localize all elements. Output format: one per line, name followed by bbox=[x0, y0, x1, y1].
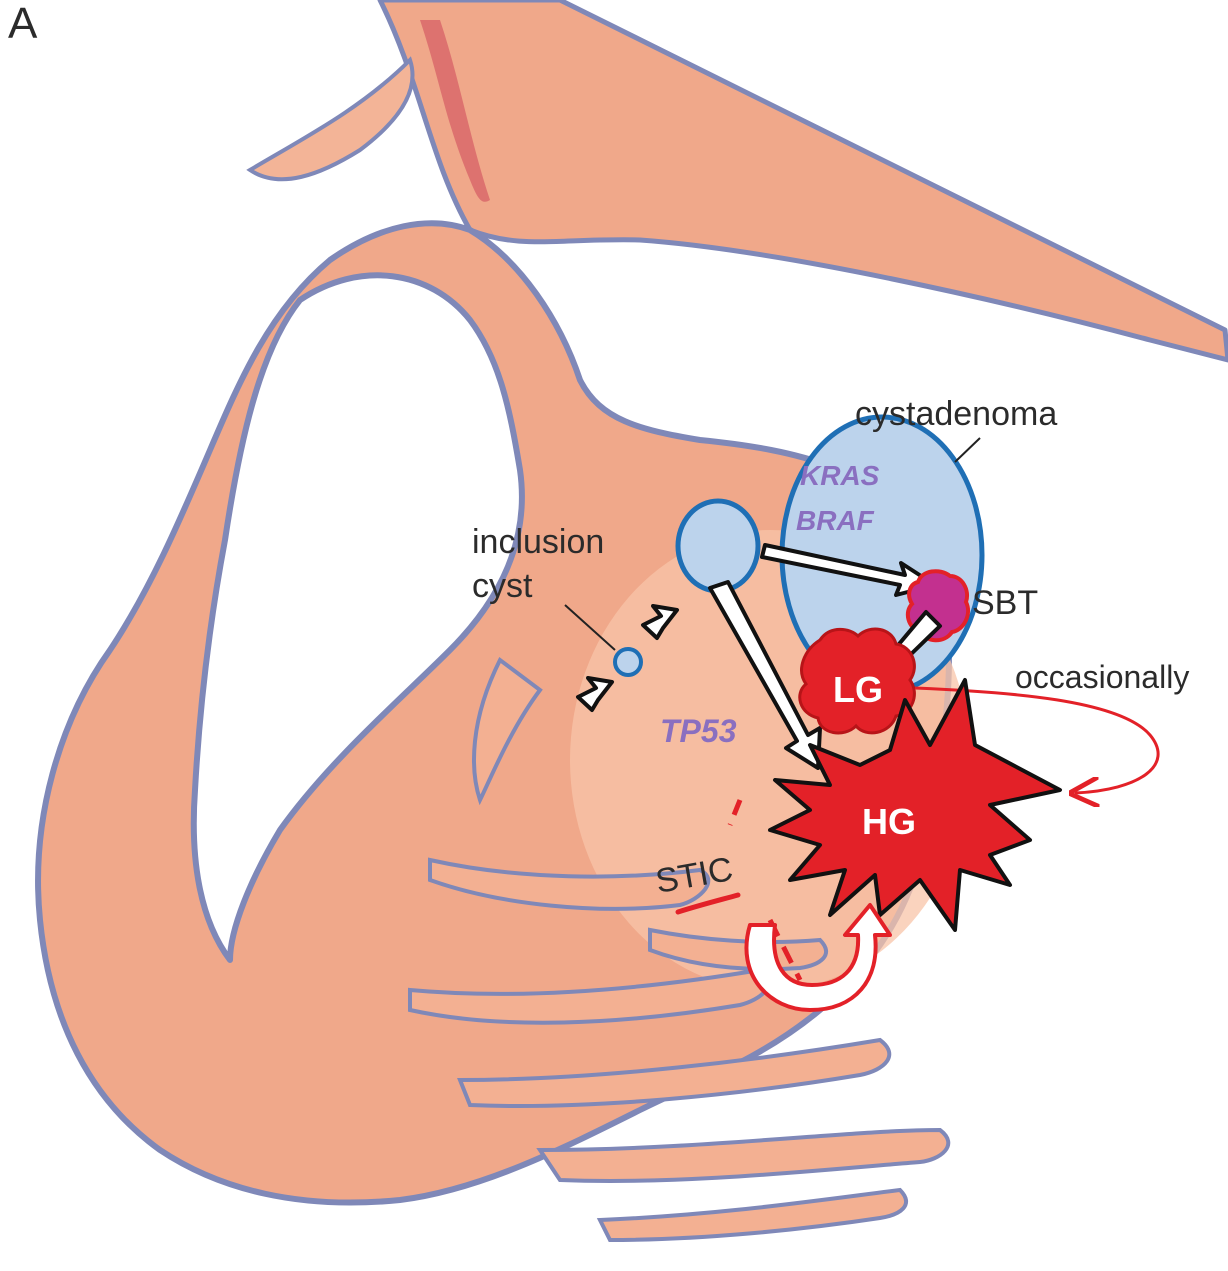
lg-label: LG bbox=[833, 669, 883, 710]
hg-label: HG bbox=[862, 801, 916, 842]
inclusion-cyst-enlarged bbox=[678, 501, 758, 591]
sbt-label: SBT bbox=[972, 584, 1038, 622]
inclusion-cyst-label-line1: inclusion bbox=[472, 523, 604, 561]
tube-branch bbox=[250, 60, 413, 179]
braf-gene-label: BRAF bbox=[796, 505, 875, 536]
anatomy-illustration bbox=[38, 0, 1228, 1240]
cystadenoma-label: cystadenoma bbox=[855, 395, 1057, 433]
tp53-gene-label: TP53 bbox=[660, 713, 737, 749]
inclusion-cyst-small bbox=[615, 649, 641, 675]
inclusion-cyst-label-line2: cyst bbox=[472, 567, 533, 605]
cystadenoma-leader-line bbox=[955, 438, 980, 462]
occasionally-label: occasionally bbox=[1015, 659, 1189, 695]
panel-label: A bbox=[8, 0, 38, 48]
kras-gene-label: KRAS bbox=[800, 460, 880, 491]
